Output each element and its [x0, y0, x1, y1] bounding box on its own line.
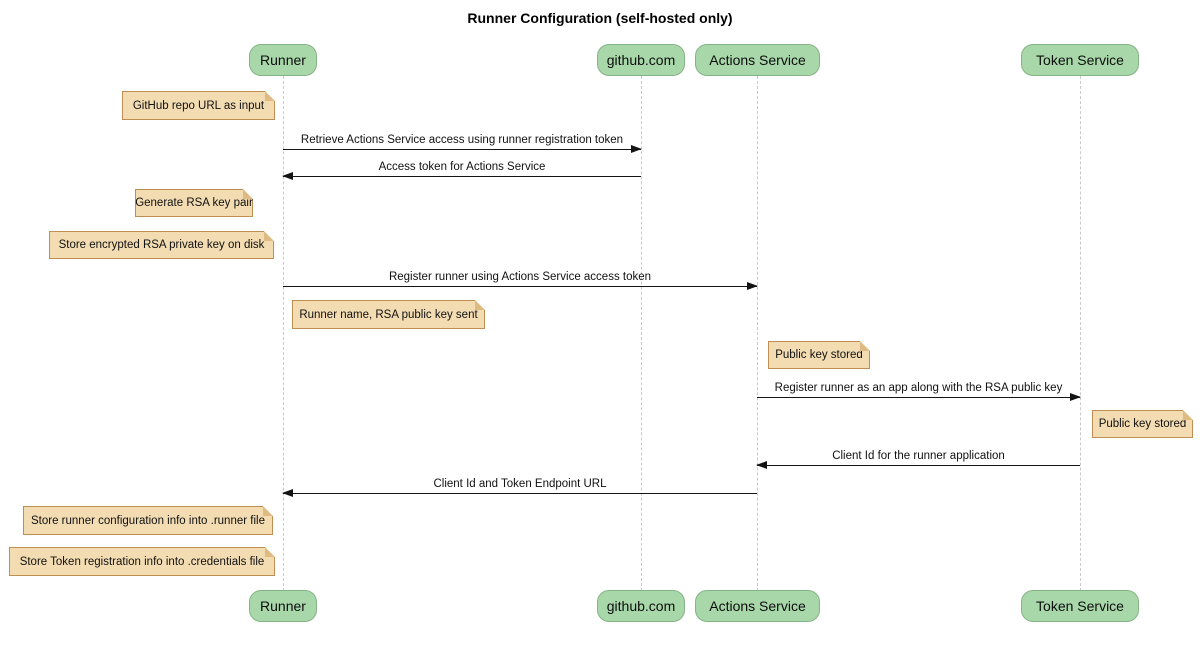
arrowhead-right-icon — [631, 145, 642, 153]
message-label: Client Id and Token Endpoint URL — [433, 478, 607, 490]
note-label: Public key stored — [1098, 418, 1187, 430]
message-label: Client Id for the runner application — [832, 450, 1005, 462]
note-github-repo-url-input: GitHub repo URL as input — [122, 91, 275, 120]
message-line — [283, 493, 757, 494]
lifeline-actions-service — [757, 76, 758, 591]
note-store-runner-config: Store runner configuration info into .ru… — [23, 506, 273, 535]
participant-token-service-top: Token Service — [1021, 44, 1139, 76]
note-public-key-stored-actions-service: Public key stored — [768, 341, 870, 369]
participant-actions-service-bottom: Actions Service — [695, 590, 820, 622]
arrowhead-left-icon — [282, 172, 293, 180]
participant-token-service-bottom: Token Service — [1021, 590, 1139, 622]
note-public-key-stored-token-service: Public key stored — [1092, 410, 1193, 438]
note-label: Store Token registration info into .cred… — [19, 555, 265, 568]
message-line — [283, 286, 757, 287]
note-store-token-registration: Store Token registration info into .cred… — [9, 547, 275, 576]
arrowhead-right-icon — [747, 282, 758, 290]
message-label: Register runner as an app along with the… — [774, 382, 1063, 394]
lifeline-runner — [283, 76, 284, 591]
note-label: GitHub repo URL as input — [132, 99, 265, 112]
participant-github-bottom: github.com — [597, 590, 685, 622]
arrowhead-left-icon — [282, 489, 293, 497]
lifeline-token-service — [1080, 76, 1081, 591]
arrowhead-right-icon — [1070, 393, 1081, 401]
message-line — [283, 176, 641, 177]
message-line — [757, 465, 1080, 466]
note-label: Store encrypted RSA private key on disk — [58, 239, 265, 251]
message-label: Retrieve Actions Service access using ru… — [300, 134, 624, 146]
note-label: Generate RSA key pair — [135, 197, 253, 209]
message-label: Access token for Actions Service — [378, 161, 546, 173]
note-label: Store runner configuration info into .ru… — [31, 514, 265, 527]
diagram-title: Runner Configuration (self-hosted only) — [467, 10, 733, 26]
note-runner-name-public-key-sent: Runner name, RSA public key sent — [292, 300, 485, 329]
arrowhead-left-icon — [756, 461, 767, 469]
participant-actions-service-top: Actions Service — [695, 44, 820, 76]
message-line — [757, 397, 1080, 398]
note-store-encrypted-private-key: Store encrypted RSA private key on disk — [49, 231, 274, 259]
participant-runner-top: Runner — [249, 44, 317, 76]
note-label: Public key stored — [775, 349, 863, 361]
participant-runner-bottom: Runner — [249, 590, 317, 622]
participant-github-top: github.com — [597, 44, 685, 76]
message-label: Register runner using Actions Service ac… — [388, 271, 652, 283]
message-line — [283, 149, 641, 150]
lifeline-github — [641, 76, 642, 591]
note-generate-rsa-key-pair: Generate RSA key pair — [135, 189, 253, 217]
note-label: Runner name, RSA public key sent — [299, 308, 478, 321]
